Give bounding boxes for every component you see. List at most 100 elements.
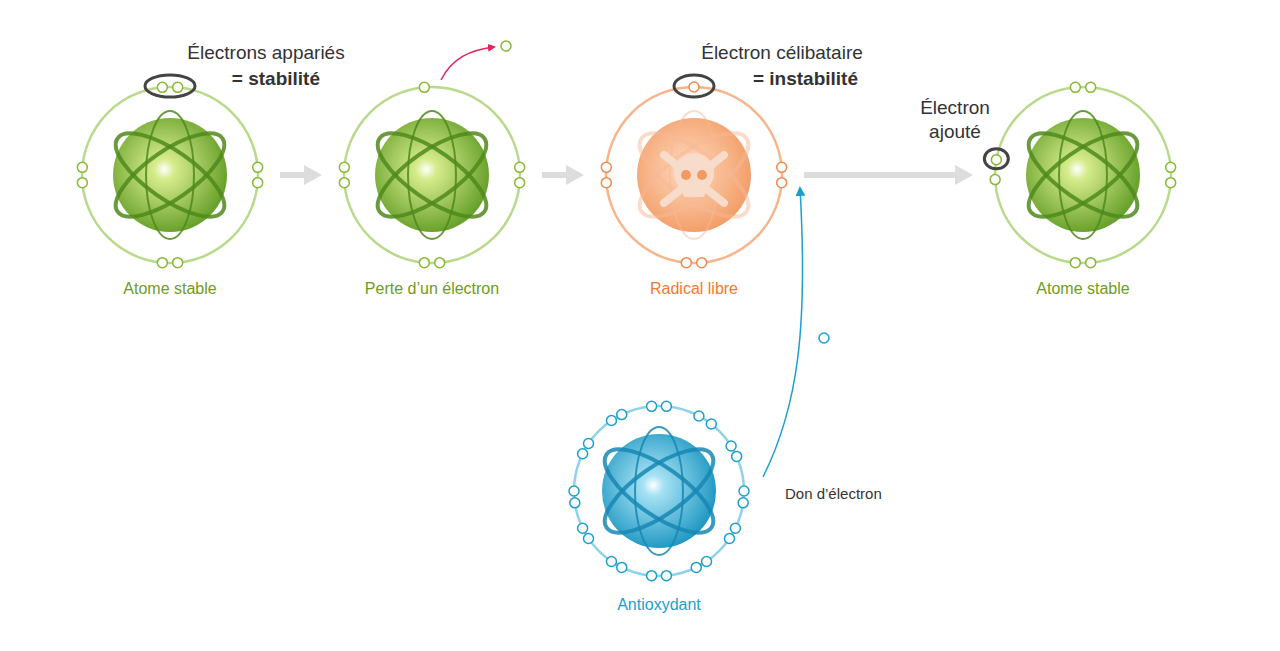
callout-emphasis: = instabilité <box>753 67 858 91</box>
orbit-ribbon <box>1059 111 1107 239</box>
electron <box>515 178 525 188</box>
electron <box>1166 178 1176 188</box>
electron <box>1166 162 1176 172</box>
callout-label: Électron célibataire <box>701 41 863 65</box>
orbit-ribbon <box>593 435 725 548</box>
orbit-ribbon <box>628 119 760 232</box>
electron <box>661 571 671 581</box>
atom-figure <box>983 80 1183 270</box>
edge-label: Don d’électron <box>783 484 884 503</box>
orbit-ribbon <box>146 111 194 239</box>
highlight-ring <box>145 75 195 97</box>
skull-eye <box>697 170 707 180</box>
electron-loss-arrow <box>441 47 494 80</box>
electron <box>77 162 87 172</box>
electron <box>777 178 787 188</box>
atom-node: Atome stable <box>66 80 274 302</box>
process-arrow <box>280 172 306 178</box>
electron <box>991 155 1001 165</box>
process-arrow <box>542 172 568 178</box>
electron <box>1070 82 1080 92</box>
electron <box>1086 82 1096 92</box>
atom-node: Radical libre <box>590 80 798 302</box>
atom-figure <box>559 396 759 586</box>
atom-label: Perte d’un électron <box>328 280 536 298</box>
electron <box>732 451 742 461</box>
electron <box>661 401 671 411</box>
highlight-ring <box>674 75 714 97</box>
skull-eye <box>681 170 691 180</box>
electron <box>419 82 429 92</box>
atom-label: Antioxydant <box>555 596 763 614</box>
atom-shell <box>574 406 744 576</box>
electron <box>697 258 707 268</box>
electron <box>1086 258 1096 268</box>
electron <box>515 162 525 172</box>
atom-node: Antioxydant <box>555 396 763 618</box>
electron <box>578 449 588 459</box>
electron <box>157 82 167 92</box>
callout-label: Électron ajouté <box>905 96 1005 144</box>
orbit-ribbon <box>628 119 760 232</box>
orbit-ribbon <box>104 119 236 232</box>
electron <box>606 556 616 566</box>
orbit-ribbon <box>366 119 498 232</box>
electron <box>739 486 749 496</box>
atom-node: Atome stable <box>979 80 1187 302</box>
electron <box>173 82 183 92</box>
donation-arrow <box>763 188 803 477</box>
atom-node: Perte d’un électron <box>328 80 536 302</box>
electron <box>584 438 594 448</box>
atom-figure <box>594 80 794 270</box>
callout-emphasis: = stabilité <box>232 67 320 91</box>
electron <box>157 258 167 268</box>
electron <box>694 411 704 421</box>
electron <box>617 562 627 572</box>
electron <box>339 178 349 188</box>
electron <box>435 258 445 268</box>
electron <box>584 534 594 544</box>
electron <box>990 175 1000 185</box>
orbit-ribbon <box>1017 119 1149 232</box>
electron <box>601 162 611 172</box>
electron <box>647 571 657 581</box>
atom-label: Radical libre <box>590 280 798 298</box>
donated-electron <box>819 333 829 343</box>
electron <box>253 178 263 188</box>
electron <box>730 523 740 533</box>
electron <box>578 523 588 533</box>
electron <box>681 258 691 268</box>
orbit-ribbon <box>408 111 456 239</box>
electron <box>738 498 748 508</box>
orbit-ribbon <box>635 427 683 555</box>
electron <box>339 162 349 172</box>
atom-shell <box>344 87 520 263</box>
electron <box>726 441 736 451</box>
orbit-ribbon <box>104 119 236 232</box>
lost-electron <box>501 41 511 51</box>
orbit-ribbon <box>366 119 498 232</box>
electron <box>691 562 701 572</box>
atom-shell <box>82 87 258 263</box>
highlight-ring <box>984 149 1008 169</box>
electron <box>570 498 580 508</box>
callout-label: Électrons appariés <box>187 41 344 65</box>
electron <box>647 401 657 411</box>
atom-figure <box>70 80 270 270</box>
orbit-ribbon <box>670 111 718 239</box>
electron <box>253 162 263 172</box>
electron <box>1070 258 1080 268</box>
process-arrow <box>804 172 957 178</box>
skull-jaw <box>683 185 705 197</box>
electron <box>569 486 579 496</box>
atom-shell <box>995 87 1171 263</box>
electron <box>689 82 699 92</box>
electron <box>617 410 627 420</box>
electron <box>702 556 712 566</box>
orbit-ribbon <box>593 435 725 548</box>
electron <box>606 416 616 426</box>
orbit-ribbon <box>1017 119 1149 232</box>
electron <box>77 178 87 188</box>
